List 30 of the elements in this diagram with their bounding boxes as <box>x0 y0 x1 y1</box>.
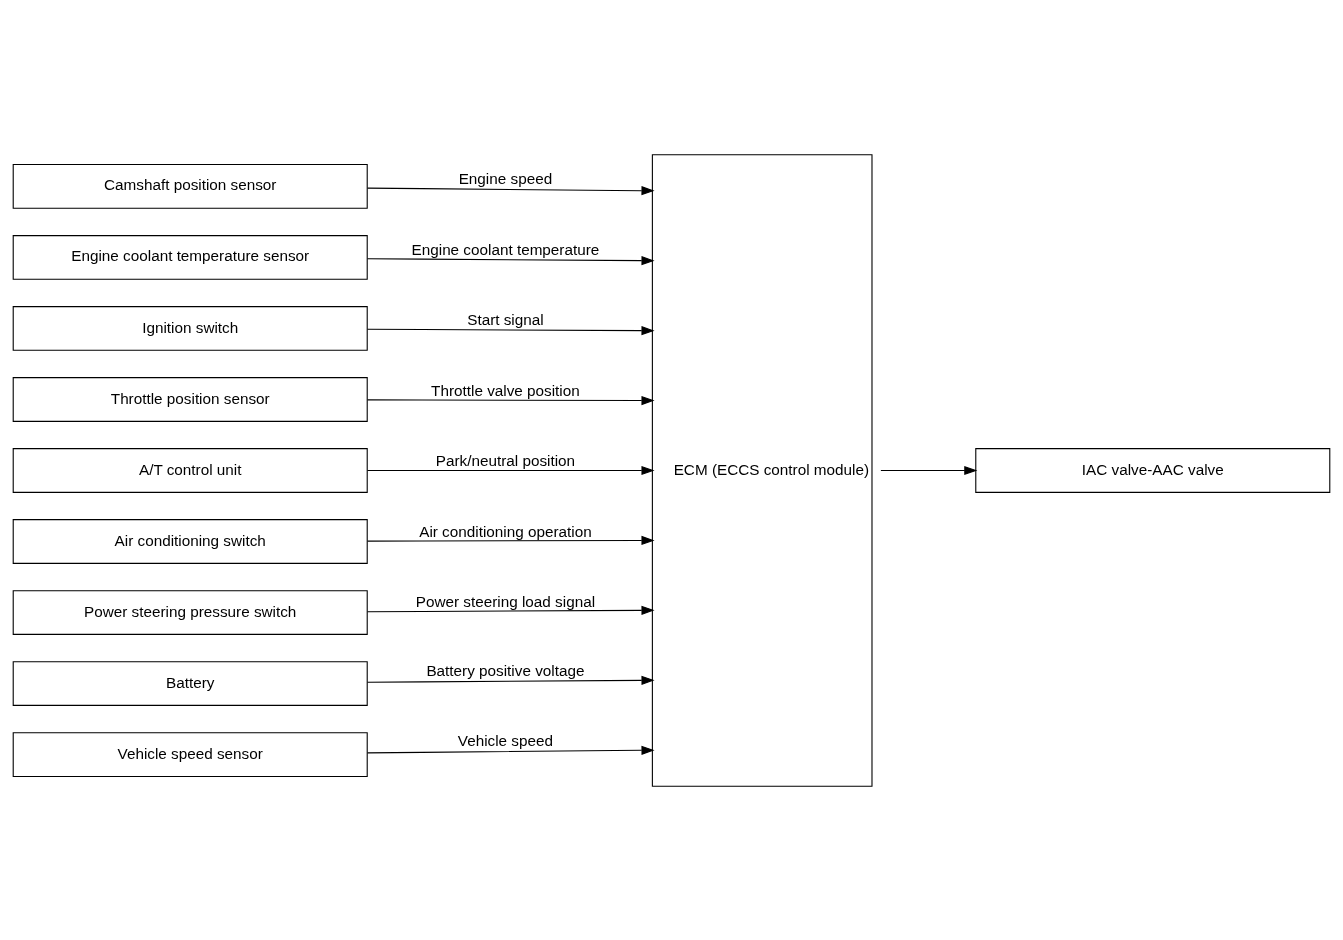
arrow <box>366 325 655 335</box>
edge-label: Air conditioning operation <box>419 522 592 540</box>
arrow <box>366 395 655 405</box>
arrow <box>366 185 655 195</box>
node-box: Ignition switch <box>12 305 368 351</box>
node-box: Power steering pressure switch <box>12 589 368 635</box>
arrow <box>366 675 655 685</box>
arrow <box>366 465 655 475</box>
node-box: Vehicle speed sensor <box>12 731 368 777</box>
node-box: Camshaft position sensor <box>12 163 368 209</box>
edge-label: Engine speed <box>458 169 553 187</box>
node-box: IAC valve-AAC valve <box>975 447 1331 493</box>
arrow <box>366 605 655 615</box>
node-box: Engine coolant temperature sensor <box>12 234 368 280</box>
arrow <box>366 255 655 265</box>
arrow <box>880 465 978 475</box>
edge-label: Park/neutral position <box>435 451 576 469</box>
node-box: Air conditioning switch <box>12 518 368 564</box>
node-box: Battery <box>12 660 368 706</box>
arrow <box>366 535 655 545</box>
node-box: Throttle position sensor <box>12 376 368 422</box>
edge-label: Vehicle speed <box>457 731 554 749</box>
arrow <box>366 745 655 755</box>
node-box: ECM (ECCS control module) <box>651 153 873 787</box>
edge-label: Power steering load signal <box>415 592 596 610</box>
edge-label: Throttle valve position <box>431 381 580 399</box>
edge-label: Engine coolant temperature <box>411 240 600 258</box>
node-box: A/T control unit <box>12 447 368 493</box>
edge-label: Battery positive voltage <box>426 661 585 679</box>
edge-label: Start signal <box>467 310 544 328</box>
